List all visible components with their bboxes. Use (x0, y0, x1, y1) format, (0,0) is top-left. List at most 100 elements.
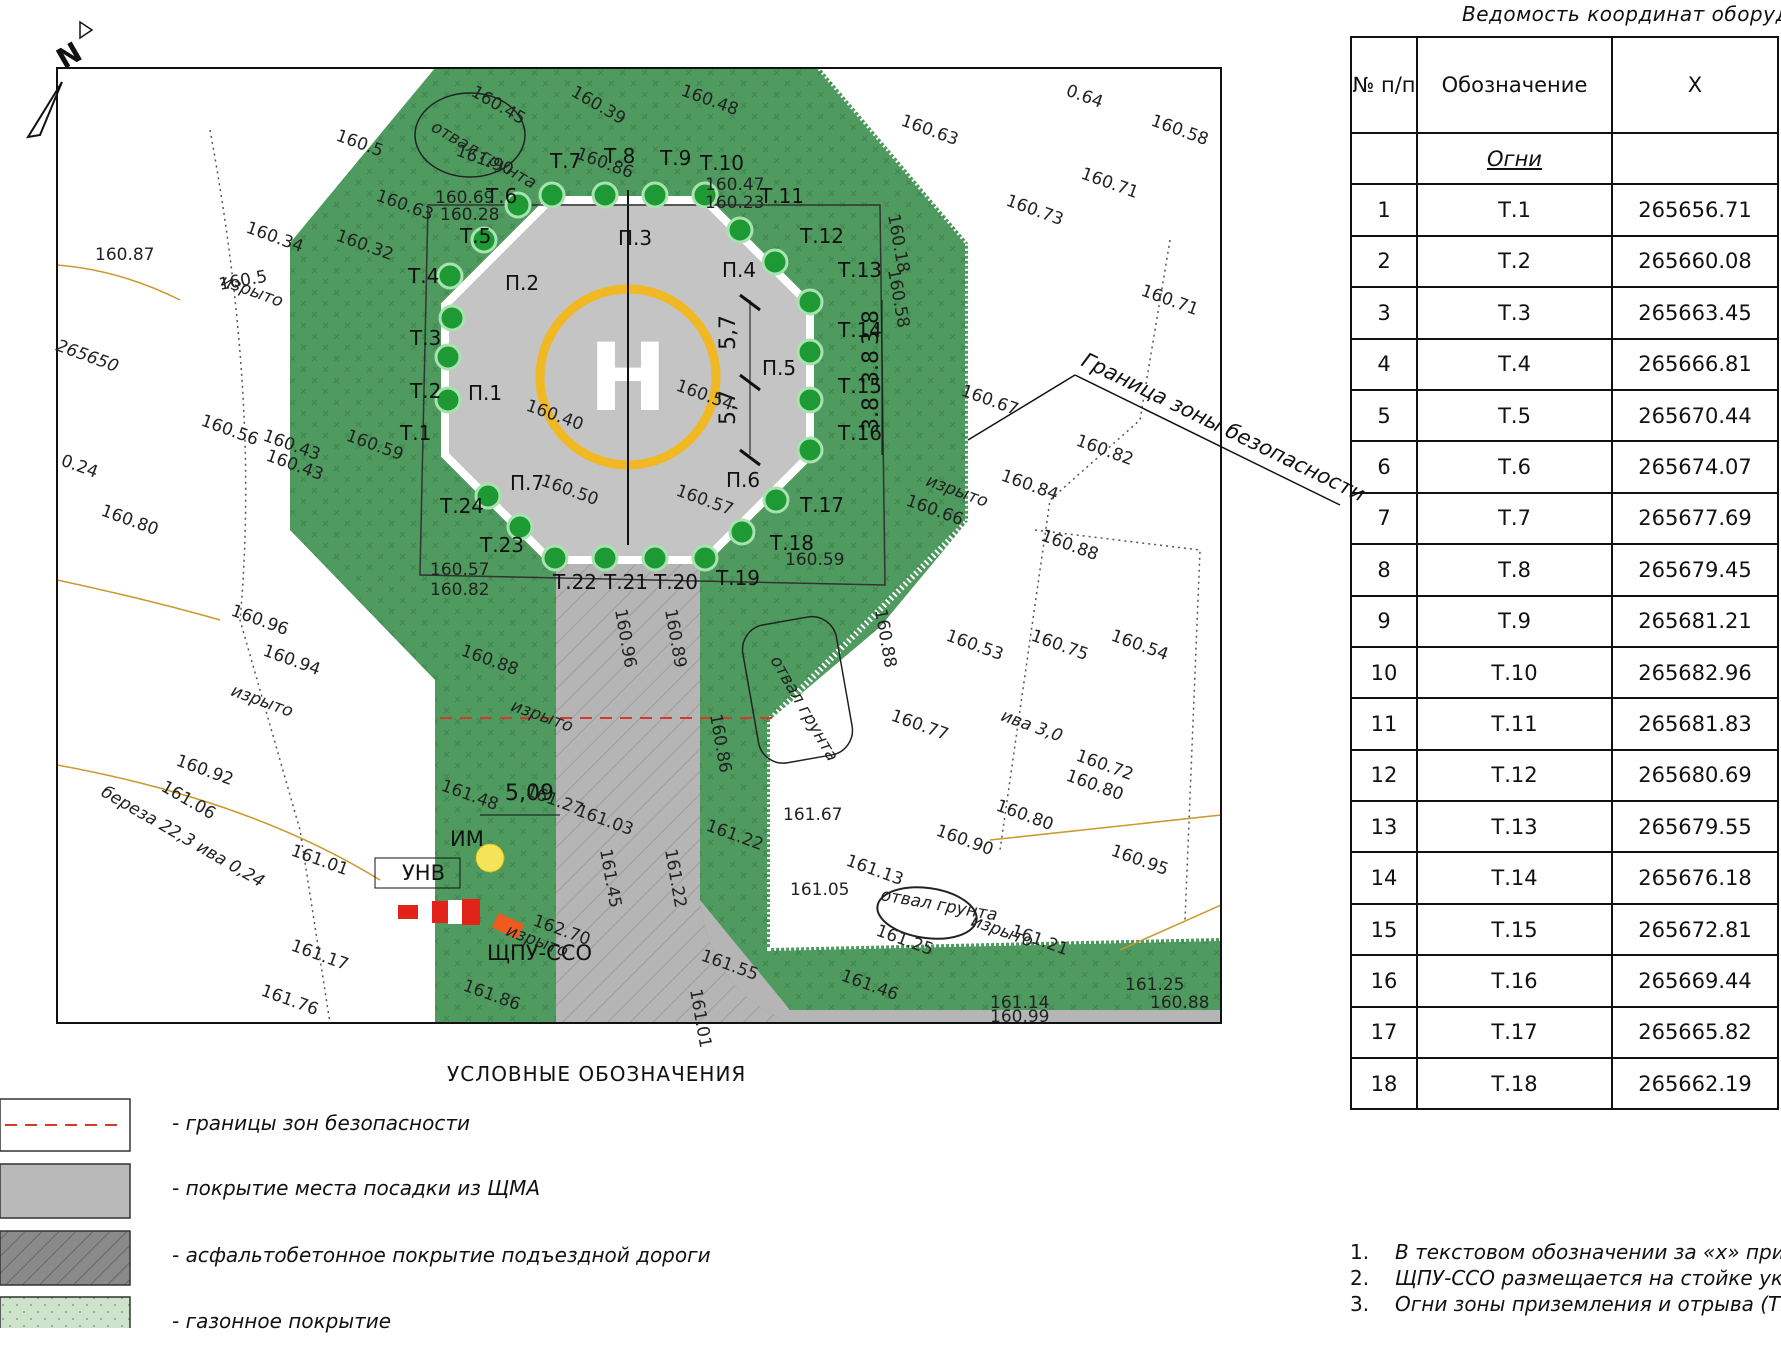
light-label: Т.22 (552, 570, 597, 594)
elevation-label: 160.71 (1078, 164, 1141, 203)
elevation-label: 0.64 (1063, 81, 1105, 113)
row-num: 5 (1350, 388, 1418, 443)
light-label: Т.12 (799, 224, 844, 248)
elevation-label: 161.76 (258, 981, 321, 1020)
legend-text-road: - асфальтобетонное покрытие подъездной д… (172, 1243, 711, 1267)
row-designation: Т.15 (1416, 902, 1613, 957)
light-label: Т.3 (409, 326, 441, 350)
elevation-label: 160.80 (993, 796, 1056, 835)
row-designation: Т.11 (1416, 697, 1613, 751)
access-road (556, 560, 790, 1023)
elevation-label: 160.88 (870, 607, 900, 669)
row-x: 265681.83 (1611, 697, 1779, 751)
row-x: 265666.81 (1611, 337, 1779, 391)
light-label: Т.21 (603, 570, 648, 594)
row-designation: Т.16 (1416, 954, 1613, 1008)
touchdown-light: Т.12 (761, 224, 844, 276)
elevation-label: 160.59 (785, 550, 844, 570)
row-num: 17 (1350, 1005, 1418, 1060)
light-label: Т.1 (399, 421, 431, 445)
touchdown-light: Т.23 (479, 513, 534, 557)
svg-text:3.8: 3.8 (859, 397, 884, 432)
legend-swatches (0, 1098, 131, 1328)
elevation-label: 160.87 (95, 245, 154, 265)
row-x: 265660.08 (1611, 234, 1779, 289)
svg-text:УНВ: УНВ (402, 861, 445, 885)
elevation-label: 160.95 (1108, 841, 1171, 880)
touchdown-light: Т.4 (407, 262, 464, 290)
elevation-label: 160.99 (990, 1007, 1049, 1027)
im-marker (475, 843, 505, 873)
safety-zone-label: Граница зоны безопасности (1078, 348, 1369, 506)
row-designation: Т.17 (1416, 1005, 1613, 1060)
elevation-label: 160.54 (1108, 626, 1171, 665)
note-1: 1.В текстовом обозначении за «х» при (1350, 1240, 1781, 1264)
row-designation: Т.5 (1416, 388, 1613, 443)
touchdown-light: Т.3 (409, 304, 466, 350)
elevation-label: 160.28 (440, 205, 499, 225)
row-designation: Т.7 (1416, 491, 1613, 546)
legend-text-safety: - границы зон безопасности (172, 1111, 470, 1135)
row-num: 3 (1350, 286, 1418, 340)
elevation-label: 161.17 (288, 936, 351, 975)
svg-text:3.8: 3.8 (859, 350, 884, 385)
point-label: П.5 (762, 356, 796, 380)
light-label: Т.10 (699, 151, 744, 175)
map-frame (56, 67, 1222, 1024)
elevation-label: 160.47 (705, 175, 764, 195)
point-label: П.6 (726, 468, 760, 492)
light-label: Т.5 (459, 224, 491, 248)
header-designation: Обозначение (1416, 36, 1613, 134)
elevation-label: 0.24 (58, 451, 100, 483)
legend-text-grass: - газонное покрытие (172, 1309, 392, 1333)
row-x: 265676.18 (1611, 851, 1779, 905)
elevation-label: 160.23 (705, 193, 764, 213)
elevation-label: 161.13 (843, 851, 906, 890)
elevation-label: 160.71 (1138, 281, 1201, 320)
elevation-label: 160.84 (998, 466, 1061, 505)
row-num: 1 (1350, 183, 1418, 237)
touchdown-light: Т.20 (641, 544, 698, 594)
elevation-label: 160.77 (888, 706, 951, 745)
row-x: 265679.55 (1611, 800, 1779, 854)
elevation-label: 160.90 (933, 821, 996, 860)
row-num: 4 (1350, 337, 1418, 391)
table-header-row: № п/п Обозначение X (1350, 36, 1779, 134)
row-x: 265665.82 (1611, 1005, 1779, 1060)
row-num: 2 (1350, 234, 1418, 289)
elevation-label: 161.67 (783, 805, 842, 825)
row-num: 15 (1350, 902, 1418, 957)
row-designation: Т.4 (1416, 337, 1613, 391)
elevation-label: 160.53 (943, 626, 1006, 665)
elevation-label: 160.73 (1003, 191, 1066, 230)
elevation-label: 160.5 (333, 126, 386, 161)
row-x: 265663.45 (1611, 286, 1779, 340)
touchdown-light: Т.6 (485, 184, 532, 219)
touchdown-light: Т.1 (399, 386, 462, 445)
svg-text:5,09: 5,09 (505, 781, 554, 806)
legend-title: УСЛОВНЫЕ ОБОЗНАЧЕНИЯ (447, 1062, 747, 1086)
equipment: ИМ УНВ ЩПУ-ССО (374, 827, 592, 965)
row-x: 265674.07 (1611, 440, 1779, 494)
row-num: 10 (1350, 645, 1418, 700)
light-label: Т.7 (549, 149, 581, 173)
elevation-label: 160.75 (1028, 626, 1091, 665)
row-num: 12 (1350, 748, 1418, 803)
touchdown-light: Т.19 (691, 544, 760, 590)
light-label: Т.4 (407, 264, 439, 288)
row-num: 11 (1350, 697, 1418, 751)
light-label: Т.9 (659, 146, 691, 170)
touchdown-light: Т.7 (538, 149, 581, 209)
elevation-label: 160.34 (243, 218, 306, 257)
row-x: 265681.21 (1611, 594, 1779, 648)
elevation-label: 160.82 (1073, 431, 1136, 470)
